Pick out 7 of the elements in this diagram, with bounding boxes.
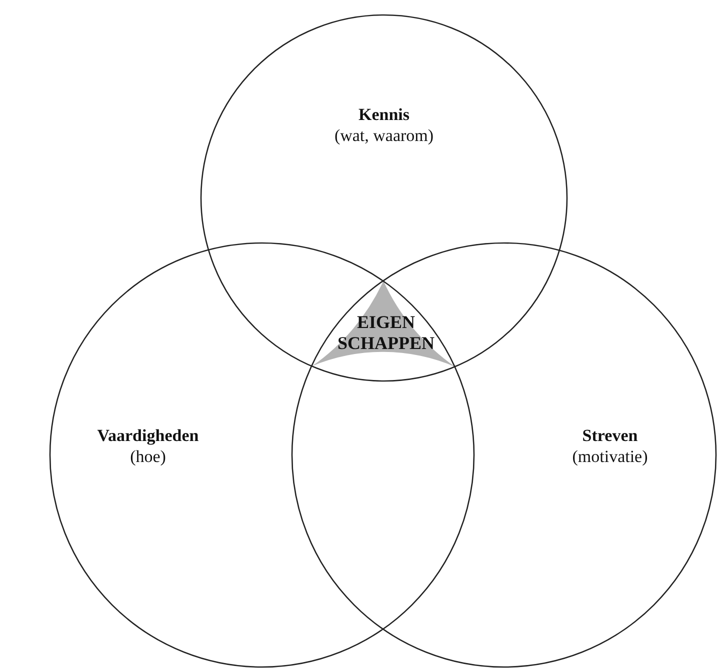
set-subtitle: (hoe): [129, 446, 167, 467]
set-subtitle: (motivatie): [572, 446, 648, 467]
set-subtitle: (wat, waarom): [334, 125, 434, 146]
set-title: Streven: [581, 425, 639, 446]
set-title: Vaardigheden: [97, 425, 199, 446]
center-label: EIGEN SCHAPPEN: [336, 312, 436, 354]
set-title: Kennis: [357, 104, 411, 125]
